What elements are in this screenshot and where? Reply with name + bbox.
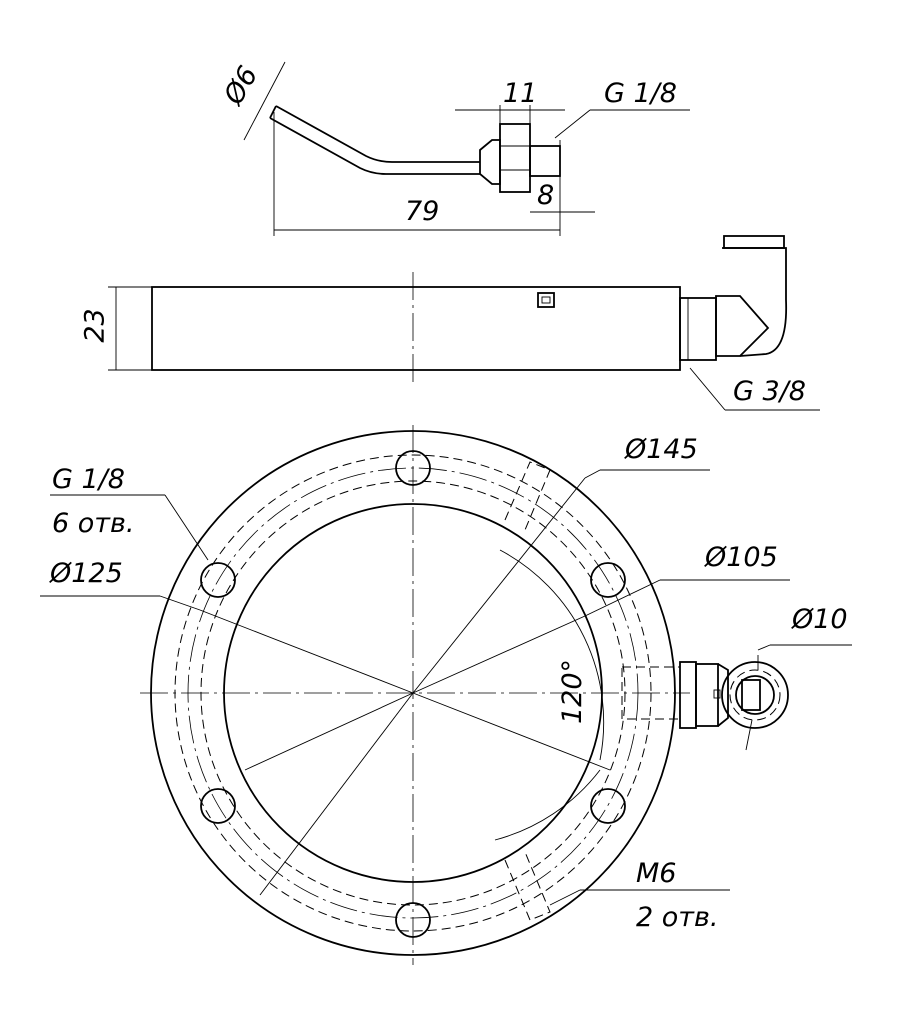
mount-thread-label: M6 — [636, 858, 677, 889]
mount-count-label: 2 отв. — [636, 902, 719, 933]
side-view — [108, 235, 820, 411]
tube-length-label: 79 — [405, 196, 440, 227]
diameter-145-label: Ø145 — [625, 434, 698, 465]
hole-count-label: 6 отв. — [52, 508, 135, 539]
nozzle-tube — [243, 61, 690, 236]
inlet-thread-label: G 3/8 — [733, 376, 806, 407]
plan-view — [40, 425, 852, 965]
thread-length-label: 8 — [537, 180, 555, 211]
height-label: 23 — [79, 308, 111, 343]
diameter-125-label: Ø125 — [50, 558, 123, 589]
nut-width-label: 11 — [503, 78, 538, 109]
angle-label: 120° — [557, 658, 589, 725]
hole-thread-label: G 1/8 — [52, 464, 125, 495]
diameter-10-label: Ø10 — [792, 604, 848, 635]
thread-top-label: G 1/8 — [604, 78, 677, 109]
diameter-105-label: Ø105 — [705, 542, 778, 573]
